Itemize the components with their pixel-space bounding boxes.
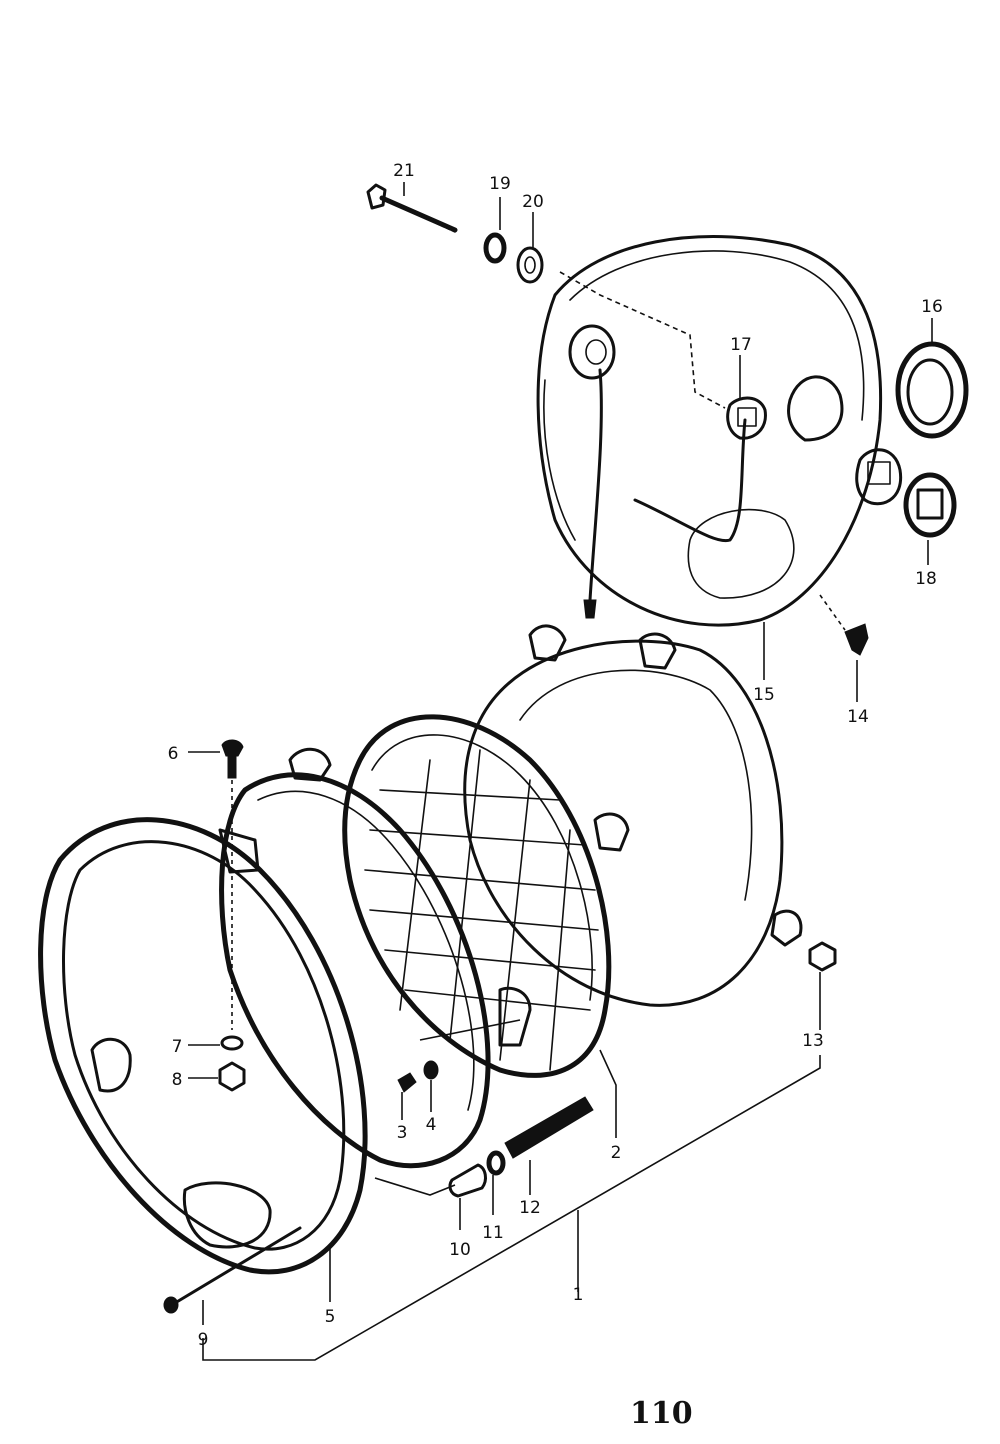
washer-20 — [516, 246, 544, 284]
grommet-16 — [895, 341, 969, 439]
part-label-20: 20 — [522, 192, 544, 212]
outer-trim-ring — [38, 817, 368, 1275]
plug-18 — [903, 472, 957, 538]
retaining-rim — [218, 747, 491, 1169]
lock-washer-19 — [483, 232, 507, 264]
part-label-12: 12 — [519, 1198, 541, 1218]
part-label-11: 11 — [482, 1223, 504, 1243]
washer-11 — [486, 1150, 506, 1176]
part-label-17: 17 — [730, 335, 752, 355]
spring-12 — [504, 1096, 594, 1159]
part-label-8: 8 — [172, 1070, 183, 1090]
part-label-7: 7 — [172, 1037, 183, 1057]
page-number: 110 — [630, 1396, 693, 1431]
screw-9 — [163, 1226, 302, 1314]
mounting-ring — [463, 624, 803, 1007]
nut-4 — [423, 1060, 439, 1080]
leader-lines — [188, 182, 933, 1361]
bolt-21 — [366, 183, 458, 233]
part-label-14: 14 — [847, 707, 869, 727]
part-labels: 1 2 3 4 5 6 7 8 9 10 11 12 13 14 15 16 1… — [168, 161, 943, 1350]
screw-3 — [397, 1072, 417, 1093]
part-label-6: 6 — [168, 744, 179, 764]
part-label-1: 1 — [573, 1285, 584, 1305]
part-label-13: 13 — [802, 1031, 824, 1051]
screw-14 — [819, 594, 869, 656]
part-label-18: 18 — [915, 569, 937, 589]
sealed-beam-lens — [342, 714, 630, 1078]
headlight-shell — [536, 235, 903, 627]
screw-6 — [221, 739, 244, 1030]
part-label-21: 21 — [393, 161, 415, 181]
spacer-10 — [448, 1163, 487, 1198]
washer-7 — [220, 1035, 244, 1051]
nut-8 — [218, 1061, 246, 1092]
part-label-16: 16 — [921, 297, 943, 317]
part-label-4: 4 — [426, 1115, 437, 1135]
part-label-3: 3 — [397, 1123, 408, 1143]
part-label-9: 9 — [198, 1330, 209, 1350]
part-label-15: 15 — [753, 685, 775, 705]
part-label-19: 19 — [489, 174, 511, 194]
nut-13 — [808, 941, 837, 972]
bulb-socket-17 — [726, 396, 767, 440]
part-label-10: 10 — [449, 1240, 471, 1260]
part-label-2: 2 — [611, 1143, 622, 1163]
part-label-5: 5 — [325, 1307, 336, 1327]
